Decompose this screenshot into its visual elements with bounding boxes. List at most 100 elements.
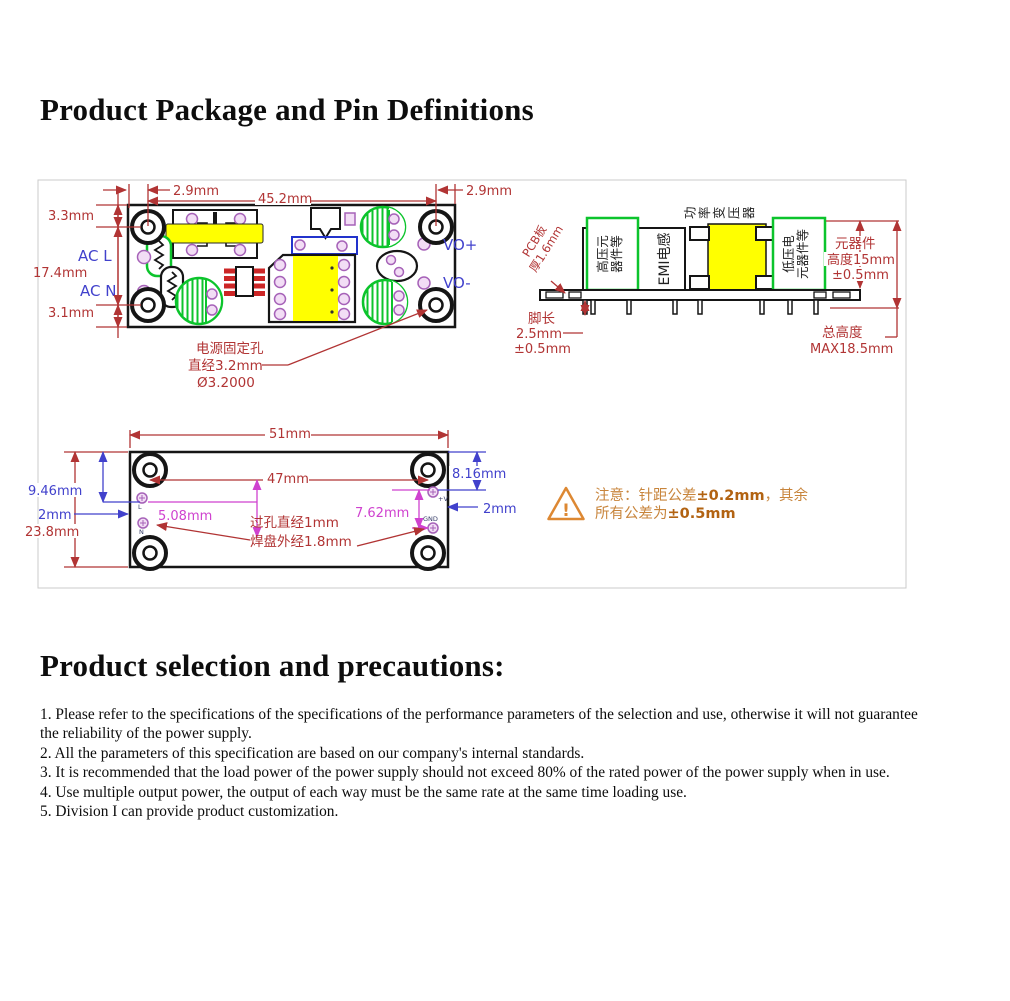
dim-8-16: 8.16mm xyxy=(452,467,506,482)
pcb-bar-cutout xyxy=(568,291,582,299)
ic-pad xyxy=(224,276,235,281)
mounting-hole xyxy=(130,287,166,323)
via-dot xyxy=(330,310,334,314)
dim-23-8: 23.8mm xyxy=(25,525,79,540)
pcb-bar xyxy=(539,289,861,301)
ic-pad xyxy=(224,291,235,296)
svg-text:高压元: 高压元 xyxy=(595,235,610,273)
pin-pad-l xyxy=(136,492,148,504)
transformer-tab xyxy=(689,226,710,241)
section-title: Product selection and precautions: xyxy=(40,648,505,683)
via-note-1: 过孔直经1mm xyxy=(250,515,339,531)
solder-pad xyxy=(273,258,287,272)
warning-line-2: 所有公差为±0.5mm xyxy=(595,505,736,522)
precaution-item: 5. Division I can provide product custom… xyxy=(40,803,339,821)
dim-3-3: 3.3mm xyxy=(48,209,94,224)
solder-pad xyxy=(233,243,247,257)
tolerance-warning: ! 注意：针距公差±0.2mm，其余 所有公差为±0.5mm xyxy=(547,486,809,522)
pcb-side-view: 高压元 器件等 EMI电感 功率变压器 低压电 元器件等 PCB板 厚1.6mm… xyxy=(514,204,902,357)
total-height-label-1: 总高度 xyxy=(822,324,863,341)
pins xyxy=(582,299,819,315)
ic-pad xyxy=(254,283,265,289)
precaution-item: 1. Please refer to the specifications of… xyxy=(40,706,918,743)
fixing-hole-note-3: Ø3.2000 xyxy=(197,375,255,391)
pcb-bar-cutout xyxy=(813,291,827,299)
solder-pad xyxy=(337,258,351,272)
page-title: Product Package and Pin Definitions xyxy=(40,92,534,127)
ic-body xyxy=(235,266,254,297)
transformer-tab xyxy=(689,275,710,290)
capacitor xyxy=(359,205,407,249)
svg-text:EMI电感: EMI电感 xyxy=(656,232,673,285)
svg-text:元器件等: 元器件等 xyxy=(795,229,810,279)
fixing-hole-note-1: 电源固定孔 xyxy=(196,341,264,357)
pcb-bar-cutout xyxy=(545,291,564,299)
mounting-hole xyxy=(130,209,166,245)
dim-47: 47mm xyxy=(267,472,309,487)
dim-2-9-right: 2.9mm xyxy=(466,184,512,199)
lv-box-label: 低压电 元器件等 xyxy=(781,229,810,279)
pad-label-v: +V xyxy=(438,495,448,503)
ic-pad xyxy=(254,268,265,274)
ic-pad xyxy=(224,268,235,274)
solder-pad xyxy=(336,240,348,252)
dim-2-right: 2mm xyxy=(483,502,517,517)
solder-pad xyxy=(337,292,351,306)
via-dot xyxy=(330,266,334,270)
solder-pad xyxy=(273,275,287,289)
solder-pad xyxy=(337,307,351,321)
pin-pad-gnd xyxy=(427,522,439,534)
pin-pad-n xyxy=(137,517,149,529)
precaution-item: 2. All the parameters of this specificat… xyxy=(40,744,585,762)
dim-17-4: 17.4mm xyxy=(33,266,87,281)
top-view-dimensions: 3.3mm 17.4mm 3.1mm 2.9mm 45.2mm 2.9mm 电源… xyxy=(33,184,512,391)
dim-51: 51mm xyxy=(269,427,311,442)
warning-line-1: 注意：针距公差±0.2mm，其余 xyxy=(595,486,809,504)
yellow-component xyxy=(165,223,264,244)
comp-height-label-2: 高度15mm xyxy=(827,252,895,268)
dim-7-62: 7.62mm xyxy=(355,506,409,521)
pin-length-label-2: 2.5mm xyxy=(516,327,562,342)
svg-text:器件等: 器件等 xyxy=(609,235,624,273)
drawing-frame xyxy=(37,179,907,589)
comp-height-label-1: 元器件 xyxy=(835,236,876,252)
total-height-label-2: MAX18.5mm xyxy=(810,342,893,357)
via-note-2: 焊盘外经1.8mm xyxy=(250,533,352,550)
vo-plus-label: VO+ xyxy=(443,236,477,254)
pad-label-l: L xyxy=(138,503,142,511)
capacitor xyxy=(375,249,419,283)
ic-pad xyxy=(254,276,265,281)
pad-label-gnd: GND xyxy=(423,515,438,523)
dim-2-9-left: 2.9mm xyxy=(173,184,219,199)
vo-minus-label: VO- xyxy=(443,274,471,292)
pcb-bar-cutout xyxy=(832,291,851,299)
solder-pad xyxy=(185,243,199,257)
solder-pad xyxy=(273,292,287,306)
fixing-hole-note-2: 直经3.2mm xyxy=(188,358,263,374)
capacitor xyxy=(174,276,224,326)
dim-45-2: 45.2mm xyxy=(258,192,312,207)
pin-pad-v xyxy=(427,486,439,498)
transformer-core xyxy=(293,256,338,321)
ic-pad xyxy=(254,291,265,296)
mounting-hole xyxy=(410,452,446,488)
comp-height-label-3: ±0.5mm xyxy=(832,268,889,283)
dim-3-1: 3.1mm xyxy=(48,306,94,321)
varistor-symbol xyxy=(153,240,165,270)
vo-minus-pad xyxy=(417,276,431,290)
mounting-hole xyxy=(410,535,446,571)
transformer-label: 功率变压器 xyxy=(683,204,756,219)
solder-pad xyxy=(233,212,247,226)
dim-9-46: 9.46mm xyxy=(28,484,82,499)
solder-pad xyxy=(273,307,287,321)
pad-label-n: N xyxy=(139,528,144,536)
emi-label: EMI电感 xyxy=(656,232,673,285)
precaution-item: 3. It is recommended that the load power… xyxy=(40,764,890,782)
pcb-top-view: AC L AC N VO+ VO- 3.3mm 17.4mm 3.1mm xyxy=(33,184,512,391)
mounting-hole xyxy=(418,209,454,245)
warning-triangle-icon xyxy=(547,486,585,521)
notched-component xyxy=(310,207,341,240)
hv-box-label: 高压元 器件等 xyxy=(595,235,624,273)
